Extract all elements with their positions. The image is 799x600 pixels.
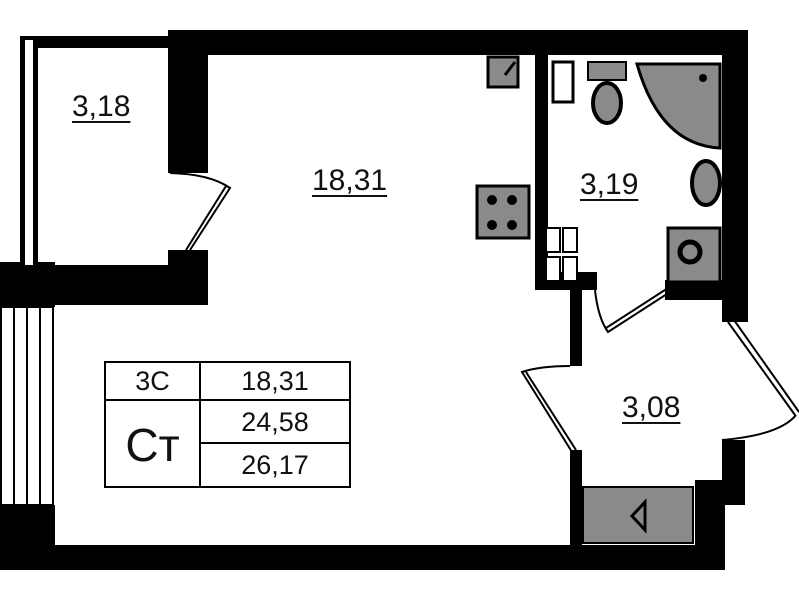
total-with-loggia-value: 26,17 (241, 450, 309, 480)
loggia-door (169, 172, 232, 251)
hall-wall-upper (570, 288, 582, 366)
apartment-type: 3С (135, 366, 170, 396)
shaft (551, 60, 575, 104)
top-wall (168, 30, 748, 55)
entry-door (520, 365, 577, 453)
loggia-glazing (25, 40, 33, 265)
bottom-wall (0, 545, 720, 570)
right-door-arc (721, 414, 797, 441)
apartment-code: Ст (125, 419, 180, 471)
toilet-bowl-icon (591, 81, 623, 125)
kitchen-sink-icon (486, 55, 520, 89)
right-wall-bottom (695, 480, 725, 570)
partition-upper (168, 30, 208, 173)
hall-wall-lower (570, 450, 582, 547)
right-wall (722, 30, 748, 322)
bathroom-area-label: 3,19 (580, 168, 639, 201)
summary-table-grid (104, 361, 351, 488)
right-window (727, 319, 799, 416)
loggia-area-label: 3,18 (72, 90, 131, 123)
doors (169, 172, 799, 453)
meters-icon (545, 227, 578, 282)
washbasin-icon (690, 159, 722, 207)
living-area-value: 18,31 (241, 366, 309, 396)
loggia-top-wall (20, 36, 170, 48)
wardrobe-icon (582, 486, 694, 544)
left-window (0, 306, 54, 506)
bathroom-left-wall (535, 55, 548, 290)
total-area-value: 24,58 (241, 407, 309, 437)
summary-table: 3С Ст 18,31 24,58 26,17 (105, 362, 350, 487)
left-wall-upper (0, 262, 55, 307)
bathroom-door (594, 287, 671, 334)
living-area-label: 18,31 (312, 164, 388, 197)
shower-tray-icon (635, 62, 722, 150)
fixtures (475, 55, 722, 544)
stove-icon (475, 184, 531, 240)
walls (0, 30, 748, 570)
bathroom-bottom-right (665, 280, 725, 300)
hanger-icon (629, 498, 647, 534)
hallway-area-label: 3,08 (622, 391, 681, 424)
toilet-tank-icon (587, 61, 627, 81)
right-wall-lower (722, 440, 745, 505)
